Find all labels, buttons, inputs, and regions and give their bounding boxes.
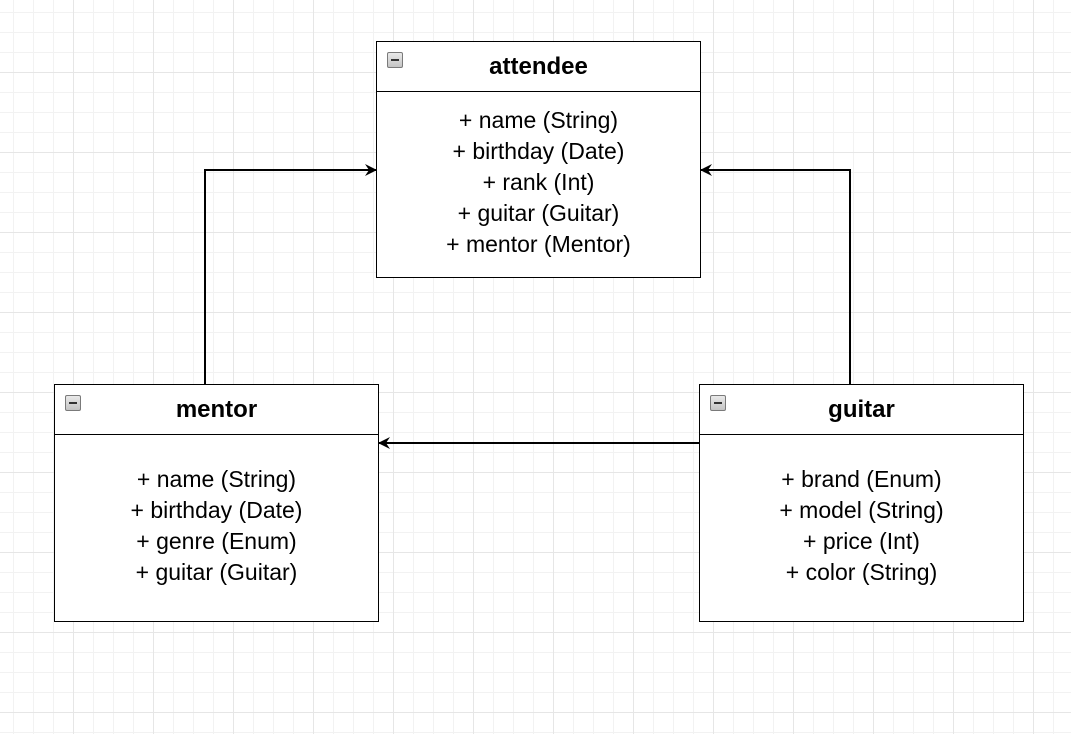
class-box-mentor[interactable]: mentor + name (String) + birthday (Date)… [54,384,379,622]
attribute-item[interactable]: + model (String) [779,497,944,523]
attribute-item[interactable]: + rank (Int) [482,169,595,195]
class-title-mentor: mentor [175,395,258,423]
attribute-item[interactable]: + name (String) [136,466,297,492]
attribute-item[interactable]: + birthday (Date) [452,138,625,164]
class-box-attendee[interactable]: attendee + name (String) + birthday (Dat… [376,41,701,278]
attribute-list-attendee: + name (String) + birthday (Date) + rank… [377,92,700,260]
attribute-item[interactable]: + mentor (Mentor) [446,231,631,257]
connector-guitar-to-attendee[interactable] [700,164,851,384]
class-title-guitar: guitar [828,395,895,423]
attribute-list-guitar: + brand (Enum) + model (String) + price … [700,435,1023,588]
connector-mentor-to-attendee[interactable] [204,164,377,384]
attribute-item[interactable]: + guitar (Guitar) [457,200,620,226]
collapse-icon[interactable] [710,395,726,411]
class-header-guitar[interactable]: guitar [700,385,1023,435]
attribute-item[interactable]: + brand (Enum) [781,466,942,492]
collapse-icon[interactable] [387,52,403,68]
attribute-item[interactable]: + guitar (Guitar) [135,559,298,585]
collapse-icon[interactable] [65,395,81,411]
attribute-list-mentor: + name (String) + birthday (Date) + genr… [55,435,378,588]
attribute-item[interactable]: + price (Int) [803,528,920,554]
attribute-item[interactable]: + genre (Enum) [136,528,297,554]
class-header-mentor[interactable]: mentor [55,385,378,435]
class-header-attendee[interactable]: attendee [377,42,700,92]
attribute-item[interactable]: + color (String) [785,559,938,585]
class-title-attendee: attendee [489,52,588,80]
attribute-item[interactable]: + name (String) [458,107,619,133]
attribute-item[interactable]: + birthday (Date) [130,497,303,523]
class-box-guitar[interactable]: guitar + brand (Enum) + model (String) +… [699,384,1024,622]
